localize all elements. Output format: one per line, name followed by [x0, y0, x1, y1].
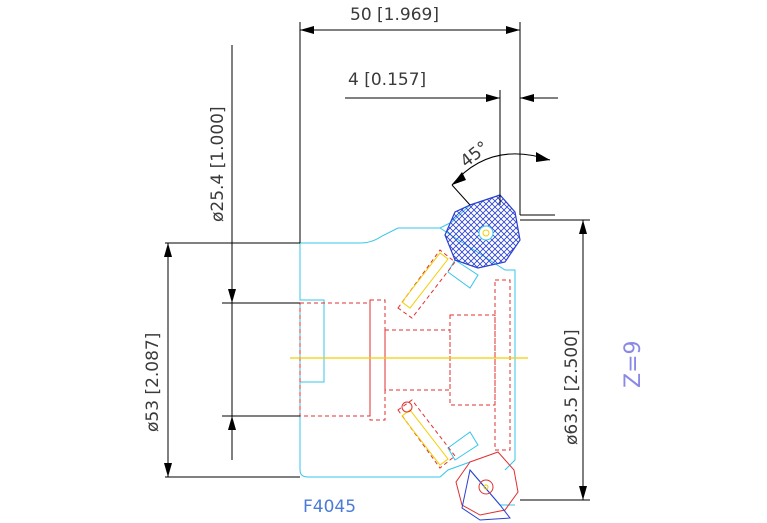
hidden-lines [299, 249, 511, 469]
top-insert [444, 194, 521, 269]
dim-body-diameter-label: ø53 [2.087] [143, 333, 163, 432]
model-label: F4045 [303, 497, 356, 517]
dim-bore-diameter: ø25.4 [1.000] [208, 45, 300, 460]
dim-body-diameter: ø53 [2.087] [143, 242, 300, 478]
dim-chamfer-width-label: 4 [0.157] [348, 70, 426, 90]
dim-overall-length: 50 [1.969] [299, 5, 521, 243]
dim-overall-length-label: 50 [1.969] [350, 5, 439, 25]
dim-cutting-diameter: ø63.5 [2.500] [520, 219, 590, 501]
insert-screws [401, 252, 449, 466]
dim-chamfer-angle-label: 45° [457, 138, 493, 172]
insert-count-label: Z=9 [621, 340, 646, 388]
dim-chamfer-width: 4 [0.157] [345, 70, 558, 205]
dim-bore-diameter-label: ø25.4 [1.000] [208, 106, 228, 222]
bottom-insert [455, 451, 519, 521]
dim-cutting-diameter-label: ø63.5 [2.500] [562, 329, 582, 445]
